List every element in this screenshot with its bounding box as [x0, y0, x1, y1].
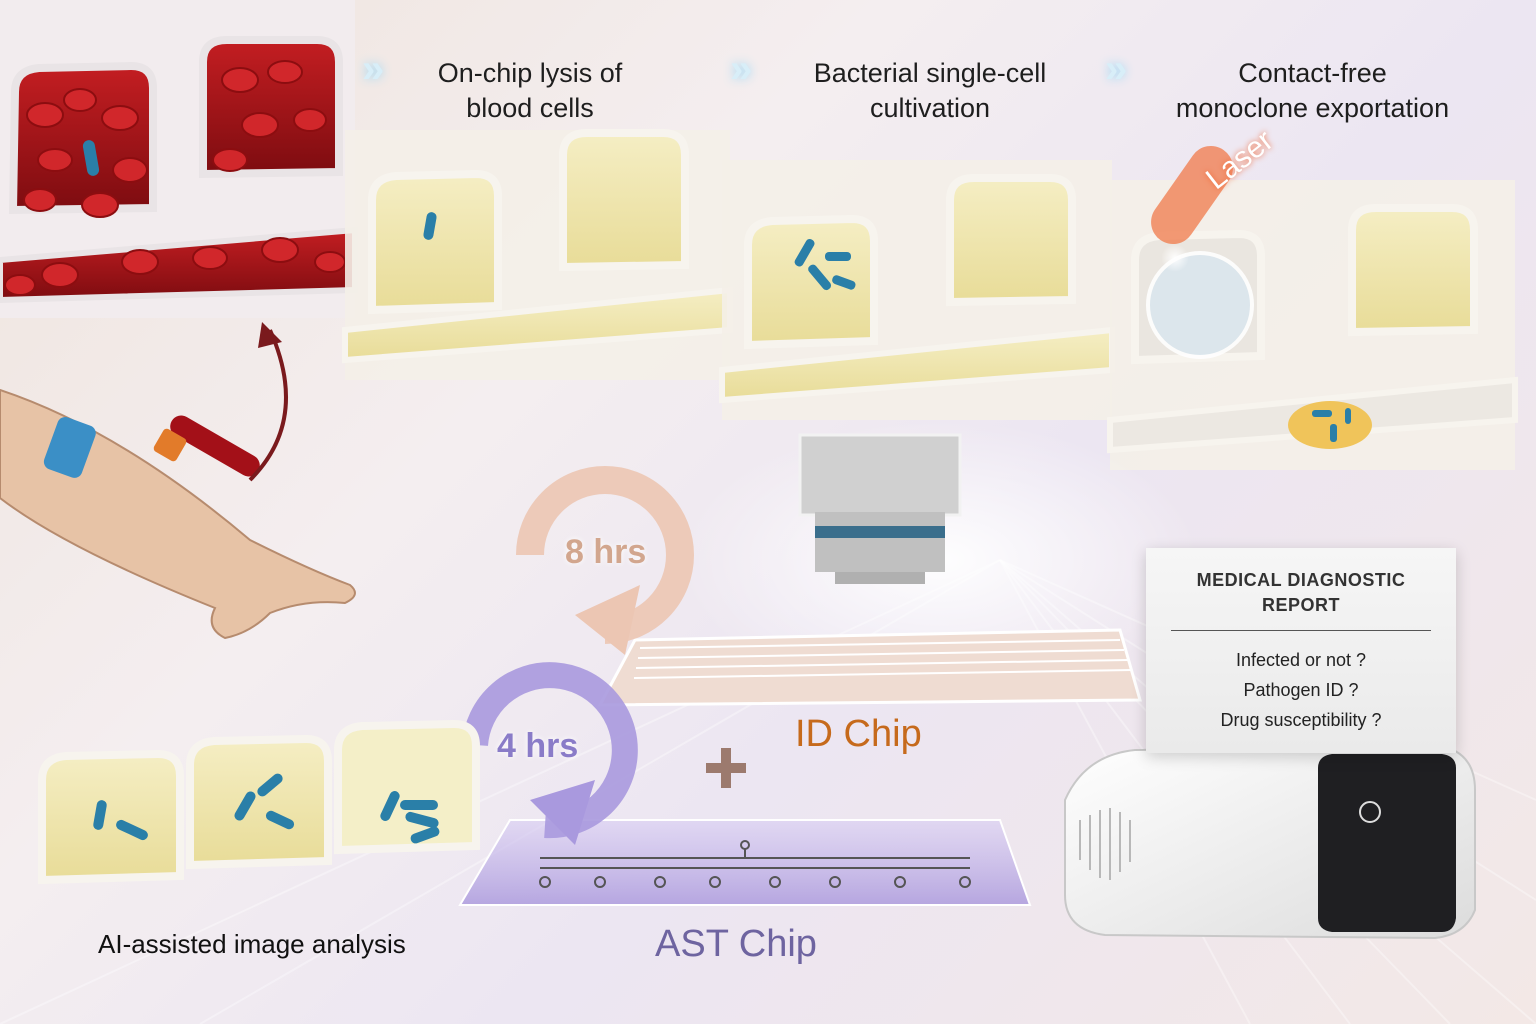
colony-picker-instrument [1064, 743, 1476, 940]
report-title-line: REPORT [1261, 595, 1340, 615]
plus-icon [706, 748, 746, 788]
step-label-exportation: Contact-free monoclone exportation [1140, 56, 1485, 126]
step-label-lysis: On-chip lysis of blood cells [400, 56, 660, 126]
ast-chip-label: AST Chip [655, 923, 817, 965]
ai-analysis-chips [38, 719, 480, 885]
diagnostic-report: MEDICAL DIAGNOSTIC REPORT Infected or no… [1146, 548, 1456, 753]
cycle-4hrs-arrow-icon [462, 662, 638, 845]
bacteria-cluster-icon [794, 238, 856, 291]
step-label-line: cultivation [869, 93, 991, 123]
report-item: Pathogen ID ? [1243, 680, 1359, 700]
report-title: MEDICAL DIAGNOSTIC REPORT [1146, 568, 1456, 618]
step-arrow-icon: » [730, 47, 753, 91]
ai-analysis-caption: AI-assisted image analysis [98, 929, 406, 959]
red-blood-cells [4, 60, 346, 296]
report-divider [1171, 630, 1431, 631]
step-label-line: On-chip lysis of [437, 58, 623, 88]
id-chip-label: ID Chip [795, 713, 922, 755]
export-chip-panel [1107, 145, 1518, 470]
cycle-8hrs-label: 8 hrs [565, 533, 647, 571]
id-chip-device [597, 628, 1142, 707]
step-label-line: Contact-free [1238, 58, 1387, 88]
arm-blood-draw-icon [0, 322, 356, 640]
cultivation-chip-panel [719, 160, 1115, 420]
microscope-objective-icon [798, 433, 962, 584]
step-arrow-icon: » [362, 47, 385, 91]
bacterium-icon [82, 140, 100, 176]
step-arrow-icon: » [1105, 47, 1128, 91]
step-label-line: Bacterial single-cell [813, 58, 1047, 88]
step-label-cultivation: Bacterial single-cell cultivation [770, 56, 1090, 126]
cycle-8hrs-arrow-icon [516, 466, 694, 655]
report-title-line: MEDICAL DIAGNOSTIC [1196, 570, 1406, 590]
exported-droplet-icon [1288, 401, 1372, 449]
step-label-line: monoclone exportation [1175, 93, 1450, 123]
report-item: Infected or not ? [1235, 650, 1367, 670]
laser-beam-icon [1151, 145, 1233, 245]
bacterium-icon [423, 212, 437, 240]
report-item: Drug susceptibility ? [1220, 710, 1382, 730]
brand-logo-icon [1359, 801, 1381, 823]
cycle-4hrs-label: 4 hrs [497, 727, 579, 765]
step-label-line: blood cells [466, 93, 594, 123]
droplet-icon [1146, 251, 1254, 359]
ast-chip-device [458, 819, 1032, 906]
lysis-chip-panel [342, 129, 733, 380]
